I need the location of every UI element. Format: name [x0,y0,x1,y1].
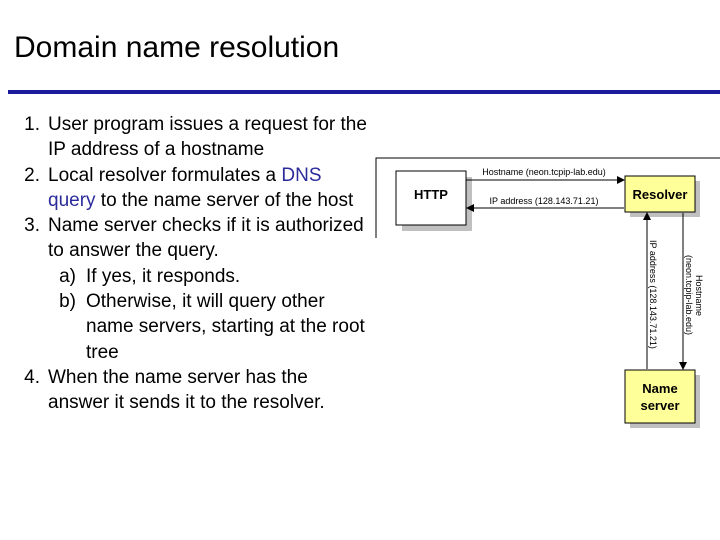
resolver-label: Resolver [633,187,688,202]
nameserver-box [624,369,696,424]
ip-vertical-label: IP address (128.143.71.21) [648,240,658,349]
list-item: 2. Local resolver formulates a DNS query… [0,163,370,214]
diagram-frame [375,157,720,238]
http-box [395,170,467,226]
item-text: When the name server has the answer it s… [48,366,325,414]
http-label: HTTP [414,187,448,202]
list-item: 3. Name server checks if it is authorize… [0,213,370,264]
hostname-request-label: Hostname (neon.tcpip-lab.edu) [482,167,606,177]
list-item: 1. User program issues a request for the… [0,112,370,163]
item-text: If yes, it responds. [86,265,241,287]
item-text: User program issues a request for the IP… [48,114,367,161]
slide-title: Domain name resolution [14,31,340,64]
ip-response-label: IP address (128.143.71.21) [490,196,599,206]
item-text-post: to the name server of the host [95,189,354,211]
list-item: 4. When the name server has the answer i… [0,365,370,416]
item-number: b) [59,291,76,313]
list-item: a) If yes, it responds. [0,264,370,289]
item-number: 1. [24,114,40,135]
item-number: 4. [24,366,40,388]
resolver-box [624,175,696,213]
item-text: Name server checks if it is authorized t… [48,215,364,262]
item-number: 2. [24,164,40,186]
item-number: 3. [24,215,40,237]
item-text-pre: Local resolver formulates a [48,164,282,186]
list-item: b) Otherwise, it will query other name s… [0,289,370,365]
steps-list: 1. User program issues a request for the… [0,112,370,416]
dns-resolution-diagram: HTTP Resolver Name server Hostname (neon… [375,157,720,428]
hostname-vertical-label-line1: Hostname [694,275,704,316]
nameserver-label-line2: server [640,398,679,413]
nameserver-label-line1: Name [642,381,677,396]
item-text: Otherwise, it will query other name serv… [86,291,365,363]
item-text: Local resolver formulates a DNS query to… [48,163,370,214]
hostname-vertical-label-line2: (neon.tcpip-lab.edu) [684,255,694,335]
title-underline [8,90,720,94]
dns-query-term: DNS query [48,164,322,211]
item-number: a) [59,265,76,287]
